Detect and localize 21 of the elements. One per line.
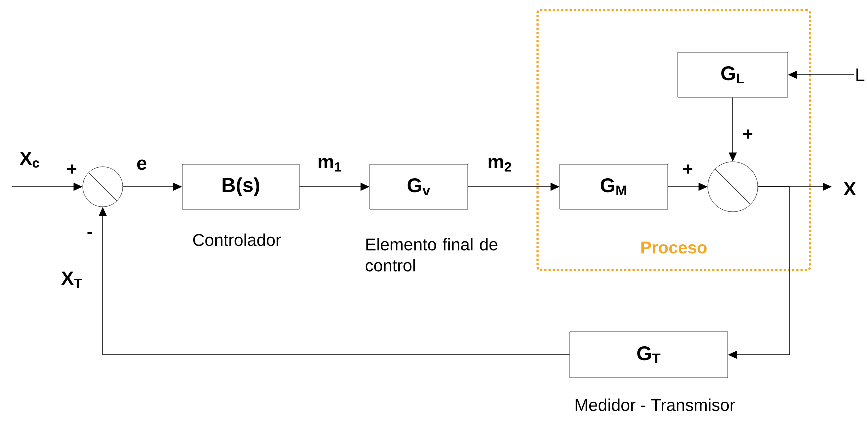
transfer-block: G$_{L}$ <box>678 52 788 98</box>
block-caption: Medidor - Transmisor <box>576 398 736 412</box>
sign-label: + <box>744 130 753 139</box>
transfer-block: G$_{M}$ <box>560 164 668 210</box>
block-caption: Controlador <box>193 234 282 246</box>
input-label: L <box>856 68 865 82</box>
signal-label: X$_{T}$ <box>62 272 82 288</box>
transfer-block: B(s) <box>182 164 300 210</box>
sign-label: - <box>88 232 92 234</box>
signal-label: e <box>137 160 147 170</box>
signal-label: m$_{2}$ <box>488 158 512 172</box>
signal-label: X$_{c}$ <box>20 152 40 168</box>
sign-label: + <box>684 164 693 174</box>
transfer-block: G$_{T}$ <box>570 332 728 378</box>
block-caption: Elemento final de control <box>366 238 498 272</box>
signal-label: X <box>844 182 856 196</box>
summing-junction <box>82 166 124 208</box>
signal-label: m$_{1}$ <box>318 158 342 172</box>
sign-label: + <box>68 164 77 174</box>
summing-junction <box>708 162 758 212</box>
transfer-block: G$_{v}$ <box>370 164 468 210</box>
